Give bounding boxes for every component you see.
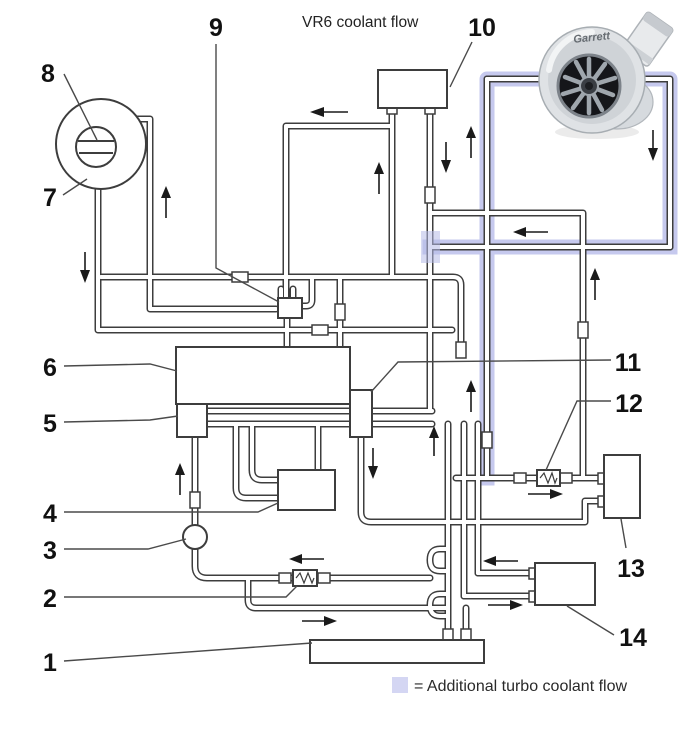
component-12-check-valve xyxy=(536,469,561,487)
components xyxy=(55,69,641,664)
legend-label: = Additional turbo coolant flow xyxy=(414,678,627,695)
component-5-flange xyxy=(176,403,208,438)
flow-arrow-up xyxy=(466,380,476,412)
callout-11: 11 xyxy=(615,349,642,377)
flow-arrow-up xyxy=(429,426,439,456)
callout-4: 4 xyxy=(43,500,57,528)
turbo-coolant-highlight-path xyxy=(422,71,678,486)
flow-arrow-down xyxy=(441,142,451,173)
flow-arrow-up xyxy=(590,268,600,300)
flow-arrow-left xyxy=(310,107,348,117)
flow-arrow-down xyxy=(368,448,378,479)
callout-7: 7 xyxy=(43,184,57,212)
callout-6: 6 xyxy=(43,354,57,382)
flow-arrow-right xyxy=(488,600,523,610)
turbo-brand-text: Garrett xyxy=(573,30,612,46)
flow-arrow-up xyxy=(374,162,384,194)
callout-10: 10 xyxy=(468,14,496,42)
callout-9: 9 xyxy=(209,14,223,42)
callout-3: 3 xyxy=(43,537,57,565)
flow-arrow-up xyxy=(466,126,476,158)
flow-arrow-up xyxy=(161,186,171,218)
component-14-box xyxy=(534,562,596,606)
flow-arrow-left xyxy=(483,556,518,566)
component-4-box xyxy=(277,469,336,511)
turbo-coolant-tee-connector xyxy=(421,231,440,263)
callout-14: 14 xyxy=(619,624,647,652)
component-2-check-valve xyxy=(292,569,318,587)
callout-numbers: 8 7 9 10 6 5 4 3 2 1 11 12 13 14 xyxy=(41,14,647,677)
pipe-couplers xyxy=(189,105,607,643)
diagram-title: VR6 coolant flow xyxy=(302,14,419,31)
flow-arrow-left xyxy=(513,227,548,237)
flow-arrow-right xyxy=(528,489,563,499)
component-8-cap xyxy=(75,126,117,168)
callout-2: 2 xyxy=(43,585,57,613)
callout-leaders xyxy=(62,41,627,662)
legend-swatch xyxy=(392,677,408,693)
component-7-expansion-tank xyxy=(55,98,147,190)
turbo-compressor-wheel xyxy=(556,53,622,119)
component-10-box xyxy=(377,69,448,109)
callout-1: 1 xyxy=(43,649,57,677)
component-9-valve xyxy=(277,297,303,319)
flow-arrow-left xyxy=(289,554,324,564)
flow-arrow-right xyxy=(302,616,337,626)
legend: = Additional turbo coolant flow xyxy=(392,677,627,695)
flow-arrow-down xyxy=(80,252,90,283)
flow-arrows xyxy=(80,107,658,626)
callout-5: 5 xyxy=(43,410,57,438)
component-11-flange xyxy=(349,389,373,438)
callout-13: 13 xyxy=(617,555,645,583)
component-1-lower-rail xyxy=(309,639,485,664)
component-3-thermostat xyxy=(182,524,208,550)
component-6-engine-block xyxy=(175,346,351,405)
turbocharger-image: Garrett xyxy=(538,11,674,139)
callout-12: 12 xyxy=(615,390,643,418)
flow-arrow-up xyxy=(175,463,185,495)
callout-8: 8 xyxy=(41,60,55,88)
component-13-box xyxy=(603,454,641,519)
flow-arrow-down xyxy=(648,130,658,161)
